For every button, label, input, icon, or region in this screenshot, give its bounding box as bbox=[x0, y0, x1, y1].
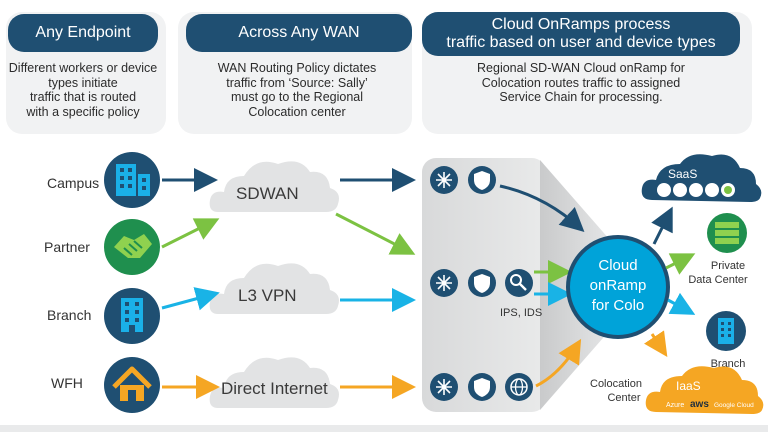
network-diagram: Campus Partner Branch WFH bbox=[44, 152, 764, 414]
description-line: with a specific policy bbox=[26, 104, 140, 119]
campus-building-icon bbox=[104, 152, 160, 208]
firewall-shield-icon bbox=[468, 269, 496, 297]
onramp-column-description: Regional SD-WAN Cloud onRamp for Colocat… bbox=[436, 61, 726, 105]
wan-column-description: WAN Routing Policy dictates traffic from… bbox=[186, 61, 408, 119]
branch-arrow bbox=[161, 287, 220, 311]
iaas-logo-google-cloud: Google Cloud bbox=[714, 402, 754, 409]
saas-logos bbox=[657, 183, 735, 197]
hub-label-line: onRamp bbox=[590, 277, 647, 294]
partner-handshake-icon bbox=[104, 219, 160, 275]
cloud-onramp-hub bbox=[566, 235, 670, 339]
private-data-center-icon bbox=[707, 213, 747, 253]
hub-to-branch-arrow bbox=[667, 292, 696, 315]
partner-arrow bbox=[161, 218, 220, 249]
hub-to-saas-arrow bbox=[651, 206, 673, 245]
onramp-title-line: traffic based on user and device types bbox=[446, 34, 716, 51]
endpoint-label-wfh: WFH bbox=[51, 375, 83, 391]
branch-destination-icon bbox=[706, 311, 746, 351]
wan-label-direct-internet: Direct Internet bbox=[221, 379, 328, 398]
branch-building-icon bbox=[104, 288, 160, 344]
description-line: traffic from ‘Source: Sally’ bbox=[226, 75, 368, 90]
hub-to-colo-arrow bbox=[644, 330, 668, 357]
description-line: must go to the Regional bbox=[230, 90, 364, 104]
endpoint-label-branch: Branch bbox=[47, 307, 91, 323]
endpoint-column-description: Different workers or device types initia… bbox=[8, 61, 158, 119]
iaas-logo-azure: Azure bbox=[666, 402, 684, 409]
footer-strip bbox=[0, 425, 768, 432]
description-line: WAN Routing Policy dictates bbox=[217, 61, 377, 75]
wan-label-sdwan: SDWAN bbox=[236, 184, 299, 203]
iaas-label: IaaS bbox=[676, 379, 701, 393]
description-line: Colocation routes traffic to assigned bbox=[481, 75, 681, 90]
router-icon bbox=[430, 373, 458, 401]
endpoint-label-partner: Partner bbox=[44, 239, 90, 255]
colo-label-line: Colocation bbox=[590, 378, 642, 390]
iaas-logo-aws: aws bbox=[690, 399, 709, 410]
endpoint-label-campus: Campus bbox=[47, 175, 99, 191]
hub-label-line: Cloud bbox=[598, 257, 637, 274]
onramp-title-line: Cloud OnRamps process bbox=[491, 16, 671, 33]
iaas-cloud-icon bbox=[645, 366, 764, 414]
private-dc-label-line: Data Center bbox=[688, 274, 748, 286]
endpoint-column-title: Any Endpoint bbox=[8, 14, 158, 52]
sdwan-cloud-icon bbox=[209, 161, 339, 212]
colo-label-line: Center bbox=[607, 392, 640, 404]
router-icon bbox=[430, 269, 458, 297]
service-to-hub-arrow bbox=[499, 184, 585, 233]
description-line: Different workers or device bbox=[8, 61, 158, 75]
ips-ids-search-icon bbox=[505, 269, 533, 297]
onramp-column-title: Cloud OnRamps process traffic based on u… bbox=[422, 12, 740, 56]
wfh-house-icon bbox=[104, 357, 160, 413]
description-line: traffic that is routed bbox=[29, 90, 137, 104]
wan-label-l3vpn: L3 VPN bbox=[238, 286, 297, 305]
description-line: Colocation center bbox=[248, 104, 346, 119]
internet-cloud-icon bbox=[209, 357, 339, 408]
sdwan-partner-arrow bbox=[335, 212, 416, 255]
saas-label: SaaS bbox=[668, 167, 697, 181]
router-icon bbox=[430, 166, 458, 194]
private-dc-label-line: Private bbox=[711, 260, 745, 272]
hub-to-private-dc-arrow bbox=[665, 253, 696, 275]
globe-icon bbox=[505, 373, 533, 401]
firewall-shield-icon bbox=[468, 373, 496, 401]
l3vpn-cloud-icon bbox=[209, 263, 339, 314]
description-line: types initiate bbox=[48, 75, 118, 90]
service-to-hub-arrow bbox=[535, 338, 582, 388]
description-line: Regional SD-WAN Cloud onRamp for bbox=[477, 61, 685, 75]
ips-ids-label: IPS, IDS bbox=[500, 307, 542, 319]
hub-label-line: for Colo bbox=[592, 297, 645, 314]
description-line: Service Chain for processing. bbox=[499, 90, 663, 104]
firewall-shield-icon bbox=[468, 166, 496, 194]
wan-column-title: Across Any WAN bbox=[186, 14, 412, 52]
